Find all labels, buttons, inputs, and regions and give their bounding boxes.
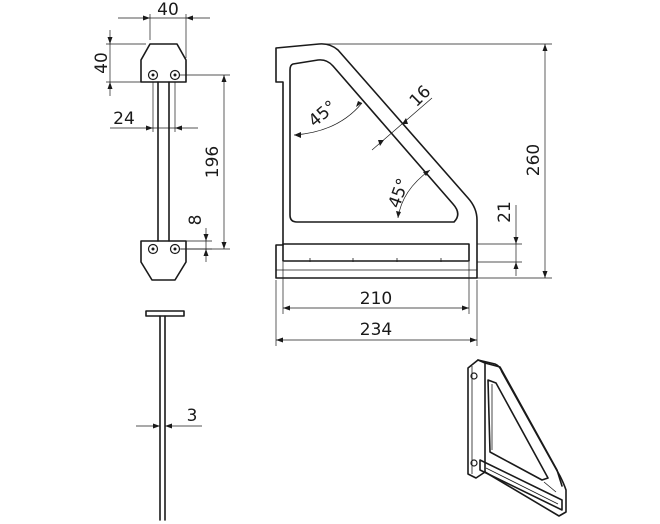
- dim-inner-width-label: 210: [360, 289, 392, 309]
- dim-thickness: [136, 423, 202, 429]
- dim-top-chamfer: [371, 97, 433, 151]
- dim-shelf-height: [477, 205, 522, 276]
- iso-hole-top-icon: [470, 372, 478, 380]
- angle-top-label: 45°: [305, 97, 341, 132]
- dim-total-width-label: 234: [360, 320, 392, 340]
- dim-hole-distance-label: 196: [203, 146, 223, 178]
- arc-angle-top: [293, 102, 363, 136]
- angle-diag-label: 45°: [385, 176, 414, 211]
- dim-plate-width-label: 40: [157, 0, 179, 20]
- shelf-tick-marks: [309, 258, 442, 262]
- dim-thickness-label: 3: [187, 406, 198, 426]
- dim-plate-width: [118, 14, 210, 58]
- dim-total-height-label: 260: [524, 144, 544, 176]
- mounting-hole-icon: [147, 69, 181, 255]
- dim-plate-height: [106, 30, 146, 96]
- iso-hole-bottom-icon: [470, 459, 478, 467]
- iso-bracket-cutout: [487, 379, 549, 481]
- dim-hole-spacing-label: 24: [113, 109, 135, 129]
- dim-total-width: [275, 280, 478, 346]
- dim-shelf-height-label: 21: [495, 201, 515, 223]
- dim-bottom-offset-label: 8: [186, 215, 206, 226]
- main-view: 45° 16 45° 21 260: [275, 43, 552, 346]
- dim-total-height: [320, 43, 552, 279]
- dim-inner-width: [282, 262, 470, 314]
- front-view: 40 40 24 196: [92, 0, 230, 281]
- iso-bracket-outer: [477, 359, 567, 517]
- dim-plate-height-label: 40: [92, 52, 112, 74]
- dim-bottom-offset: [181, 228, 212, 262]
- shelf-bar: [282, 243, 470, 262]
- dim-hole-spacing: [110, 82, 198, 132]
- bracket-cutout: [289, 59, 459, 223]
- front-top-plate: [140, 43, 187, 83]
- dim-top-chamfer-label: 16: [406, 82, 435, 111]
- iso-shelf: [479, 459, 563, 511]
- side-view: 3: [136, 310, 202, 521]
- bracket-outline: [275, 43, 478, 279]
- isometric-view: [467, 359, 567, 517]
- iso-bracket-outer-back: [484, 362, 563, 487]
